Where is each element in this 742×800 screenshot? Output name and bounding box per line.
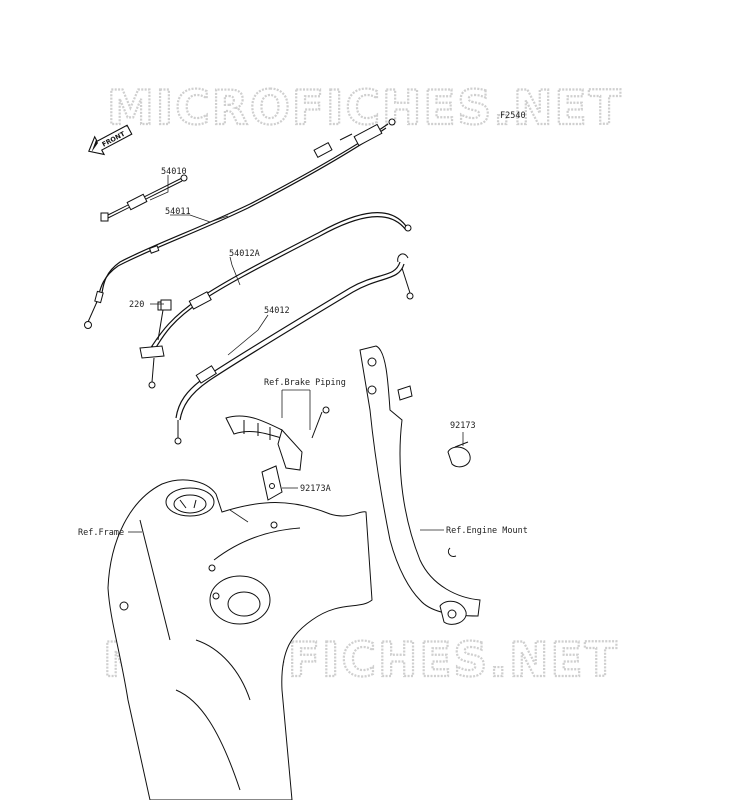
cable-54011 (84, 118, 396, 329)
cable-54012 (174, 253, 414, 445)
diagram-code: F2540 (500, 111, 526, 121)
engine-mount (359, 345, 481, 625)
callout-92173A: 92173A (300, 484, 331, 494)
frame (107, 479, 373, 800)
callout-ref-engine-mount: Ref.Engine Mount (446, 526, 528, 536)
callout-92173: 92173 (450, 421, 476, 431)
callout-54010: 54010 (161, 167, 187, 177)
callout-ref-frame: Ref.Frame (78, 528, 124, 538)
cable-54010 (100, 174, 188, 222)
callout-54011: 54011 (165, 207, 191, 217)
callout-220: 220 (129, 300, 144, 310)
callout-54012A: 54012A (229, 249, 260, 259)
bolt-220 (160, 299, 172, 311)
callout-ref-brake-piping: Ref.Brake Piping (264, 378, 346, 388)
leader-lines (128, 175, 464, 533)
brake-hose (225, 406, 330, 471)
watermark-top: MICROFICHES.NET (107, 81, 623, 136)
clamp-92173 (447, 441, 471, 468)
bracket-92173A (261, 465, 283, 501)
callout-54012: 54012 (264, 306, 290, 316)
